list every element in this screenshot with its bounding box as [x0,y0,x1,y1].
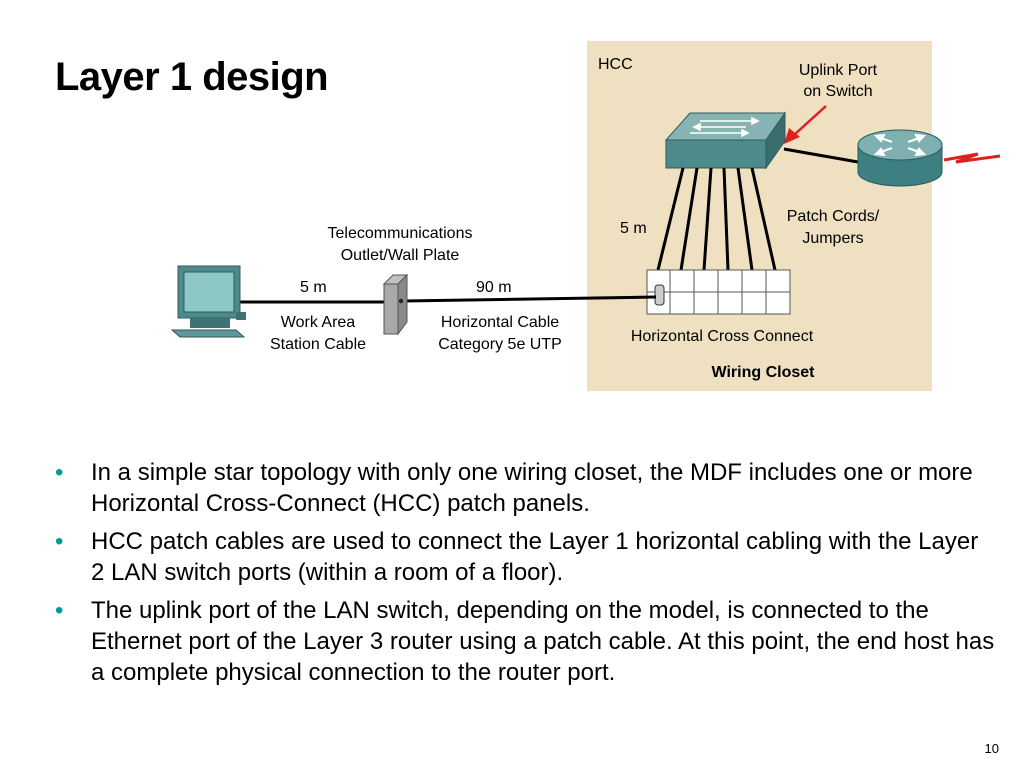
work-area-length-label: 5 m [300,279,327,296]
computer-icon [170,265,246,338]
telecom-outlet-label-line1: Telecommunications [328,225,473,242]
bullet-list: • In a simple star topology with only on… [55,457,995,695]
horizontal-cable-line [403,295,657,303]
page-number: 10 [984,741,999,756]
wiring-closet-label: Wiring Closet [712,364,816,381]
uplink-label-line1: Uplink Port [799,62,878,79]
horizontal-cable-label-line2: Category 5e UTP [438,336,562,353]
hcc-label: HCC [598,56,633,73]
horizontal-cable-label-line1: Horizontal Cable [441,314,559,331]
bullet-text: HCC patch cables are used to connect the… [91,528,979,586]
bullet-item: • HCC patch cables are used to connect t… [55,526,995,588]
wiring-closet-area [587,41,932,391]
router-icon [857,129,943,187]
hcc-panel-label: Horizontal Cross Connect [631,328,814,345]
uplink-arrow [784,105,827,144]
patch-cords-label-line2: Jumpers [802,230,863,247]
slide-title: Layer 1 design [55,55,329,99]
bullet-marker: • [55,597,64,624]
work-area-cable-label-line2: Station Cable [270,336,366,353]
uplink-label-line2: on Switch [803,83,872,100]
bullet-marker: • [55,528,64,555]
wall-plate-icon [382,273,409,336]
patch-cords [656,167,777,271]
patch-length-label: 5 m [620,220,647,237]
switch-icon [664,111,786,170]
bullet-marker: • [55,459,64,486]
horizontal-length-label: 90 m [476,279,512,296]
telecom-outlet-label-line2: Outlet/Wall Plate [341,247,460,264]
bullet-text: In a simple star topology with only one … [91,459,973,517]
patch-panel-icon [646,269,791,315]
wan-link-icon [943,152,1001,164]
work-area-cable-label-line1: Work Area [281,314,356,331]
patch-cords-label-line1: Patch Cords/ [787,208,880,225]
bullet-item: • In a simple star topology with only on… [55,457,995,519]
bullet-text: The uplink port of the LAN switch, depen… [91,597,995,686]
uplink-cable [783,147,859,164]
bullet-item: • The uplink port of the LAN switch, dep… [55,595,995,688]
